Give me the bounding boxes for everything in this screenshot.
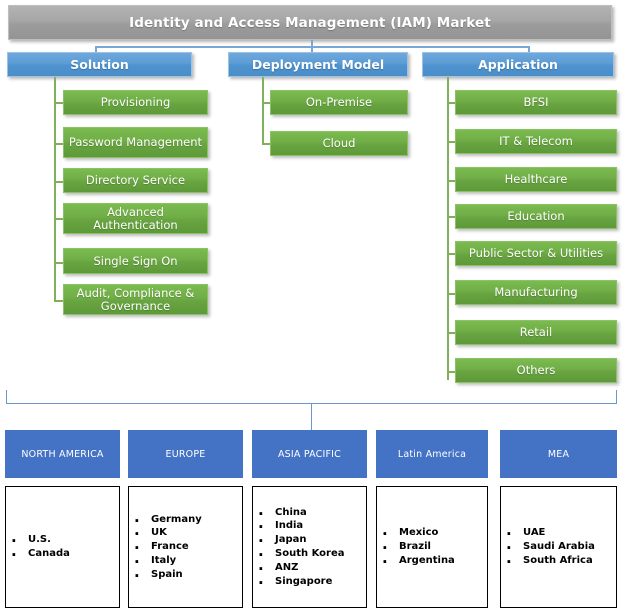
connector-application-stub-3 [447,216,456,218]
connector-deployment-stub-1 [262,143,271,145]
list-item: Spain [134,567,202,586]
leaf-provisioning: Provisioning [63,90,208,115]
leaf-public-sector-utilities: Public Sector & Utilities [455,241,617,266]
connector-solution-stem [54,77,56,302]
connector-application-stem [447,77,449,380]
connector-solution-stub-3 [54,218,63,220]
list-item: Japan [258,532,344,551]
leaf-password-management: Password Management [63,127,208,158]
category-solution: Solution [7,52,192,77]
leaf-it-telecom: IT & Telecom [455,129,617,154]
list-item: Singapore [258,574,344,593]
leaf-on-premise: On-Premise [270,90,408,115]
root-node-iam-market: Identity and Access Management (IAM) Mar… [8,5,612,40]
connector-application-stub-2 [447,180,456,182]
list-item: France [134,539,202,558]
country-list-asia-pacific: China India Japan South Korea ANZ Singap… [253,505,345,593]
leaf-single-sign-on: Single Sign On [63,248,208,274]
list-item: South Africa [506,553,595,572]
connector-root-drop-application [528,46,530,53]
list-item: U.S. [11,532,70,551]
list-item: China [258,505,344,524]
connector-root-stem [311,40,313,47]
region-body-asia-pacific: China India Japan South Korea ANZ Singap… [252,486,367,608]
country-list-mea: UAE Saudi Arabia South Africa [501,525,595,572]
connector-application-stub-0 [447,102,456,104]
list-item: UAE [506,525,595,544]
region-body-europe: Germany UK France Italy Spain [128,486,243,608]
country-list-europe: Germany UK France Italy Spain [129,512,202,586]
category-deployment-model: Deployment Model [228,52,408,77]
region-body-latin-america: Mexico Brazil Argentina [376,486,488,608]
leaf-bfsi: BFSI [455,90,617,115]
list-item: Brazil [382,539,455,558]
connector-solution-stub-2 [54,181,63,183]
leaf-directory-service: Directory Service [63,168,208,193]
list-item: Germany [134,512,202,531]
list-item: Saudi Arabia [506,539,595,558]
connector-solution-stub-0 [54,102,63,104]
connector-solution-stub-5 [54,300,63,302]
region-header-europe: EUROPE [128,430,243,478]
connector-region-left-riser [6,390,8,404]
connector-region-right-riser [616,390,618,404]
list-item: UK [134,525,202,544]
region-body-north-america: U.S. Canada [5,486,120,608]
region-body-mea: UAE Saudi Arabia South Africa [500,486,617,608]
leaf-advanced-authentication: Advanced Authentication [63,203,208,234]
connector-deployment-stub-0 [262,102,271,104]
category-application: Application [422,52,614,77]
connector-application-stub-5 [447,293,456,295]
list-item: Italy [134,553,202,572]
region-header-asia-pacific: ASIA PACIFIC [252,430,367,478]
list-item: Argentina [382,553,455,572]
list-item: India [258,518,344,537]
leaf-cloud: Cloud [270,131,408,156]
connector-solution-stub-1 [54,143,63,145]
leaf-healthcare: Healthcare [455,167,617,192]
list-item: Mexico [382,525,455,544]
connector-root-drop-deployment [311,46,313,53]
connector-application-stub-1 [447,141,456,143]
list-item: ANZ [258,560,344,579]
connector-solution-stub-4 [54,262,63,264]
connector-root-drop-solution [95,46,97,53]
leaf-others: Others [455,358,617,383]
connector-application-stub-6 [447,332,456,334]
region-header-north-america: NORTH AMERICA [5,430,120,478]
country-list-latin-america: Mexico Brazil Argentina [377,525,455,572]
region-header-mea: MEA [500,430,617,478]
leaf-education: Education [455,204,617,229]
country-list-north-america: U.S. Canada [6,532,70,565]
connector-application-stub-4 [447,253,456,255]
list-item: South Korea [258,546,345,565]
connector-region-stem [311,403,313,430]
leaf-retail: Retail [455,320,617,345]
region-header-latin-america: Latin America [376,430,488,478]
leaf-manufacturing: Manufacturing [455,280,617,305]
leaf-audit-compliance-governance: Audit, Compliance & Governance [63,284,208,315]
connector-deployment-stem [262,77,264,145]
list-item: Canada [11,546,70,565]
connector-application-stub-7 [447,371,456,373]
